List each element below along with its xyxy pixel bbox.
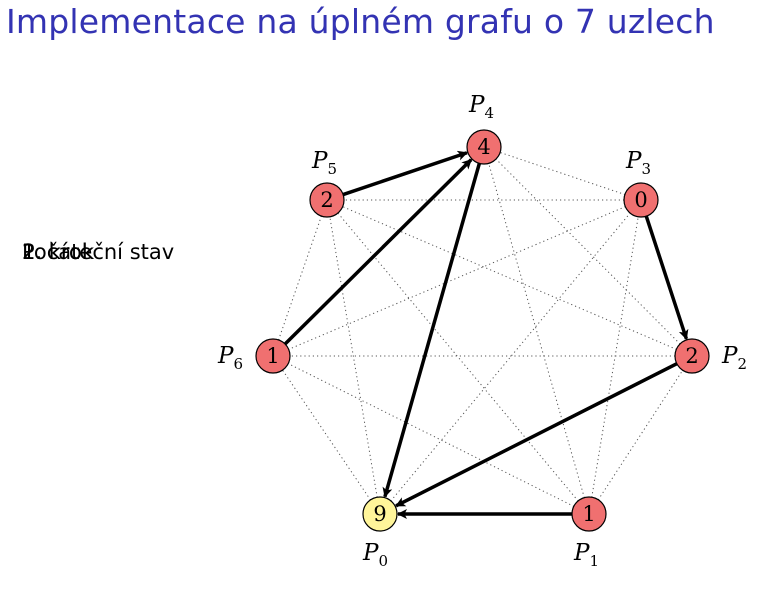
node-value: 9 [373, 502, 386, 526]
node-value: 4 [477, 135, 490, 159]
edge-P1-P5 [326, 199, 590, 515]
node-circle [362, 496, 398, 532]
process-label-P3: P3 [625, 148, 651, 178]
step-label-step-1: 1. krok [22, 240, 95, 264]
node-value: 2 [685, 344, 698, 368]
node-P4: 4 [466, 129, 502, 165]
edge-P5-P6 [272, 199, 328, 357]
edge-P3-P6 [272, 199, 642, 357]
node-value: 1 [266, 344, 279, 368]
node-P1: 1 [571, 496, 607, 532]
node-circle [674, 338, 710, 374]
message-arrows [283, 150, 689, 519]
nodes: 9 1 2 0 4 2 1 [255, 129, 710, 532]
process-label-P2: P2 [721, 343, 747, 373]
node-circle [255, 338, 291, 374]
step-label-overlay: Počáteční stav 1. krok 2. krok [22, 240, 222, 268]
node-circle [571, 496, 607, 532]
arrow-P2-to-P0 [395, 362, 678, 508]
arrow-P4-to-P0 [382, 162, 482, 498]
process-label-P6: P6 [217, 343, 243, 373]
process-label-P4: P4 [468, 92, 494, 122]
slide-title: Implementace na úplném grafu o 7 uzlech [6, 2, 715, 41]
node-P0: 9 [362, 496, 398, 532]
arrow-P6-to-P4 [283, 158, 473, 346]
edge-P0-P5 [326, 199, 381, 515]
arrow-P5-to-P4 [342, 150, 468, 197]
node-value: 2 [320, 188, 333, 212]
edge-P1-P4 [483, 146, 590, 515]
node-P5: 2 [309, 182, 345, 218]
node-P2: 2 [674, 338, 710, 374]
node-value: 1 [582, 502, 595, 526]
edge-P2-P5 [326, 199, 693, 357]
step-label-initial: Počáteční stav [22, 240, 175, 264]
edge-P3-P4 [483, 146, 642, 201]
edge-P1-P3 [588, 199, 642, 515]
node-P3: 0 [623, 182, 659, 218]
node-P6: 1 [255, 338, 291, 374]
process-label-P5: P5 [311, 148, 337, 178]
node-circle [309, 182, 345, 218]
node-value: 0 [634, 188, 647, 212]
edge-P0-P3 [379, 199, 642, 515]
edge-P0-P6 [272, 355, 381, 515]
edge-P1-P2 [588, 355, 693, 515]
node-circle [623, 182, 659, 218]
edge-P1-P6 [272, 355, 590, 515]
edge-P2-P4 [483, 146, 693, 357]
step-label-step-2: 2. krok [22, 240, 95, 264]
arrow-P3-to-P2 [644, 215, 689, 340]
process-label-P1: P1 [573, 540, 599, 570]
process-label-P0: P0 [362, 540, 388, 570]
node-circle [466, 129, 502, 165]
